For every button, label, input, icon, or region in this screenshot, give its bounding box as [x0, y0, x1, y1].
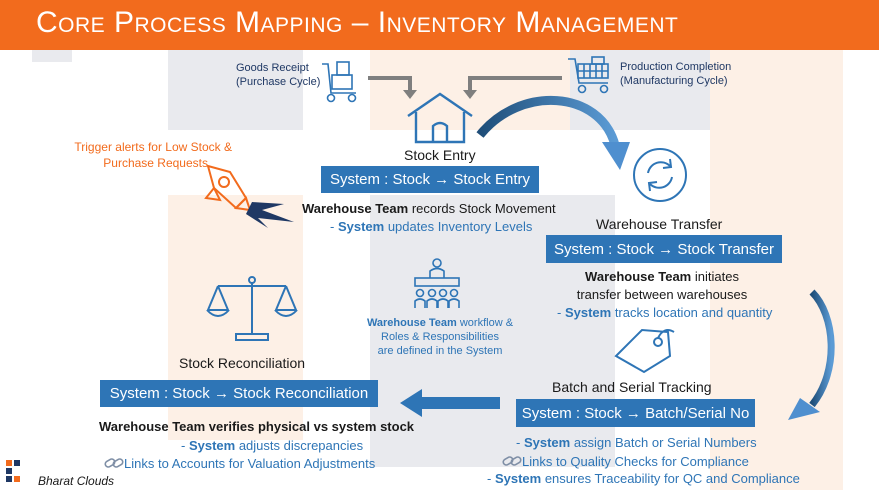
warehouse-transfer-team-text: Warehouse Team initiates transfer betwee…: [576, 269, 748, 302]
batch-system-text-1: - System assign Batch or Serial Numbers: [516, 435, 757, 450]
stock-entry-heading: Stock Entry: [404, 147, 476, 163]
house-icon: [407, 92, 473, 144]
bg-grey-left-strip: [32, 50, 72, 62]
tag-icon: [614, 328, 675, 374]
brand-name: Bharat Clouds: [38, 474, 115, 488]
bg-grey-top: [168, 50, 303, 130]
logo-icon: [6, 460, 20, 482]
goods-receipt-label: Goods Receipt (Purchase Cycle): [236, 62, 321, 88]
production-label: Production Completion (Manufacturing Cyc…: [620, 61, 732, 87]
warehouse-transfer-system-box: System : Stock → Stock Transfer: [546, 235, 782, 263]
shopping-cart-icon: [568, 56, 609, 94]
reconciliation-heading: Stock Reconciliation: [179, 355, 306, 371]
warehouse-transfer-system-text: - System tracks location and quantity: [557, 305, 773, 320]
reconciliation-links-text: Links to Accounts for Valuation Adjustme…: [104, 455, 375, 473]
batch-system-text-2: - System ensures Traceability for QC and…: [487, 471, 800, 486]
workflow-text: Warehouse Team workflow & Roles & Respon…: [366, 317, 514, 357]
reconciliation-system-box: System : Stock → Stock Reconciliation: [100, 380, 378, 407]
stock-entry-system-box: System : Stock → Stock Entry: [321, 166, 539, 193]
title-bar: [0, 0, 879, 50]
link-icon: [502, 456, 522, 466]
rocket-icon: [204, 164, 294, 228]
hand-truck-icon: [322, 61, 357, 103]
batch-system-box: System : Stock → Batch/Serial No: [516, 399, 755, 427]
balance-scale-icon: [206, 276, 298, 341]
reconciliation-system-text: - System adjusts discrepancies: [181, 438, 364, 453]
team-meeting-icon: [414, 258, 460, 308]
alert-text: Trigger alerts for Low Stock & Purchase …: [74, 140, 232, 170]
sync-icon: [633, 148, 687, 202]
batch-links-text: Links to Quality Checks for Compliance: [502, 453, 749, 471]
page-title: Core Process Mapping – Inventory Managem…: [36, 6, 679, 39]
stock-entry-system-text: - System updates Inventory Levels: [330, 219, 533, 234]
stock-entry-team-text: Warehouse Team records Stock Movement: [302, 201, 556, 216]
reconciliation-team-text: Warehouse Team verifies physical vs syst…: [99, 419, 415, 434]
link-icon: [104, 458, 124, 468]
warehouse-transfer-heading: Warehouse Transfer: [596, 216, 723, 232]
batch-heading: Batch and Serial Tracking: [552, 379, 712, 395]
